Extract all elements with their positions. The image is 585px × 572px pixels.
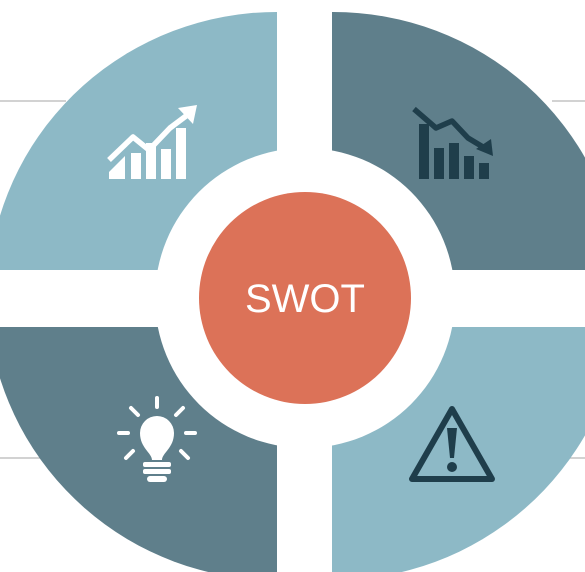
trend-up-chart-icon	[107, 105, 197, 179]
warning-triangle-icon	[409, 406, 495, 482]
center-label: SWOT	[245, 277, 365, 321]
center-circle	[199, 192, 411, 404]
lightbulb-icon	[117, 396, 197, 482]
trend-down-chart-icon	[412, 106, 493, 179]
